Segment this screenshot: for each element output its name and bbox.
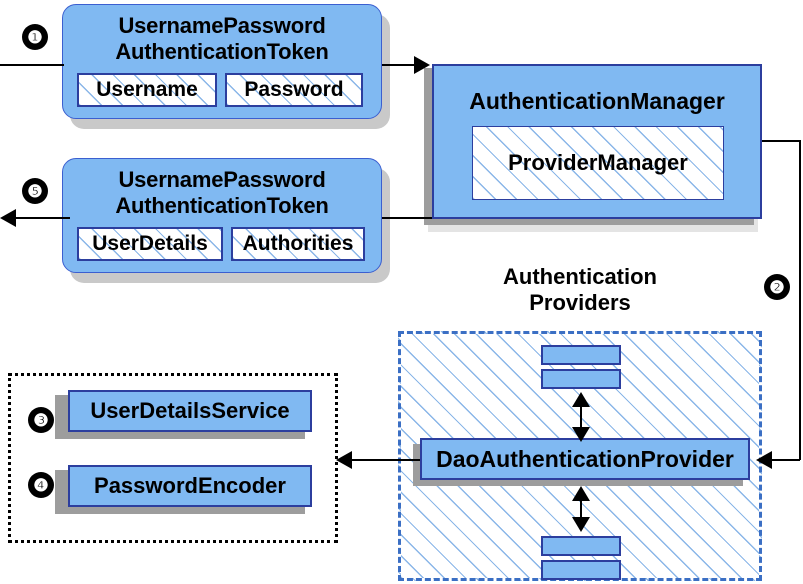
connector-into-dao-provider <box>770 459 800 461</box>
field-password[interactable]: Password <box>225 73 363 107</box>
field-username[interactable]: Username <box>77 73 217 107</box>
providers-heading: Authentication Providers <box>398 264 762 316</box>
connector-manager-right-down <box>799 140 801 460</box>
password-encoder-box[interactable]: PasswordEncoder <box>68 465 312 507</box>
provider-stub-top-2[interactable] <box>541 369 621 389</box>
response-token-title-line2: AuthenticationToken <box>115 193 329 218</box>
badge-step-3: ❸ <box>28 407 54 433</box>
request-token-fields: Username Password <box>77 73 363 107</box>
field-userdetails[interactable]: UserDetails <box>77 227 223 261</box>
response-token-title-line1: UsernamePassword <box>118 167 326 192</box>
connector-dao-to-stubs-bottom <box>580 492 582 524</box>
connector-token-to-manager <box>382 64 418 66</box>
providers-heading-line1: Authentication <box>503 264 657 289</box>
request-token-title-line1: UsernamePassword <box>118 13 326 38</box>
connector-response-out <box>16 217 70 219</box>
arrowhead-response-out <box>0 209 16 227</box>
request-token-box[interactable]: UsernamePassword AuthenticationToken Use… <box>62 4 382 119</box>
provider-stub-top-1[interactable] <box>541 345 621 365</box>
arrowhead-down-bottom <box>572 517 590 532</box>
user-details-service-box[interactable]: UserDetailsService <box>68 390 312 432</box>
connector-manager-to-response <box>382 217 432 219</box>
response-token-fields: UserDetails Authorities <box>77 227 365 261</box>
arrowhead-down-top <box>572 427 590 442</box>
dao-provider-box[interactable]: DaoAuthenticationProvider <box>420 438 750 480</box>
connector-dao-to-beans <box>352 459 420 461</box>
badge-step-4: ❹ <box>28 472 54 498</box>
arrowhead-dao-to-beans <box>336 451 352 469</box>
arrowhead-into-dao-provider <box>756 451 772 469</box>
provider-stub-bottom-2[interactable] <box>541 560 621 580</box>
provider-stub-bottom-1[interactable] <box>541 536 621 556</box>
badge-step-1: ❶ <box>22 24 48 50</box>
request-token-title: UsernamePassword AuthenticationToken <box>63 13 381 65</box>
auth-manager-box[interactable]: AuthenticationManager ProviderManager <box>432 64 762 219</box>
connector-stubs-to-dao-top <box>580 398 582 434</box>
connector-request-in <box>0 64 64 66</box>
arrowhead-up-top <box>572 392 590 407</box>
auth-manager-title: AuthenticationManager <box>469 87 725 114</box>
provider-manager-label: ProviderManager <box>508 150 688 175</box>
badge-step-5: ❺ <box>22 178 48 204</box>
badge-step-2: ❷ <box>764 274 790 300</box>
arrowhead-token-to-manager <box>414 56 430 74</box>
response-token-title: UsernamePassword AuthenticationToken <box>63 167 381 219</box>
provider-manager-box[interactable]: ProviderManager <box>472 126 724 200</box>
response-token-box[interactable]: UsernamePassword AuthenticationToken Use… <box>62 158 382 273</box>
providers-heading-line2: Providers <box>529 290 631 315</box>
arrowhead-up-bottom <box>572 486 590 501</box>
field-authorities[interactable]: Authorities <box>231 227 365 261</box>
request-token-title-line2: AuthenticationToken <box>115 39 329 64</box>
connector-manager-right-top <box>762 140 801 142</box>
